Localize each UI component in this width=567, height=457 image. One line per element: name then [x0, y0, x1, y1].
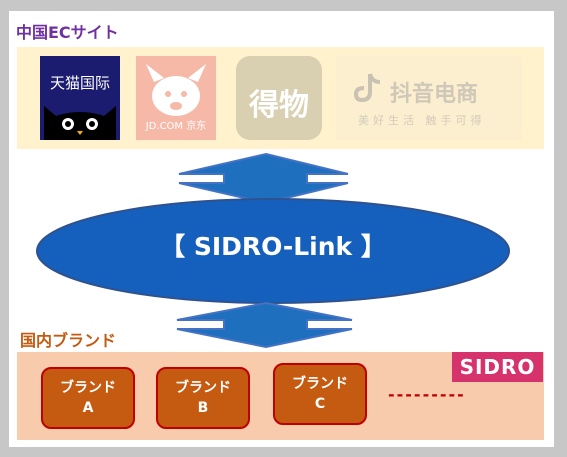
douyin-note-icon — [354, 73, 381, 103]
sidro-link-ellipse — [36, 198, 510, 304]
sidro-badge: SIDRO — [452, 352, 543, 382]
brand-letter: B — [197, 400, 209, 416]
brand-label: ブランド — [60, 380, 116, 396]
brand-label: ブランド — [292, 376, 348, 392]
jd-dog-icon — [146, 64, 206, 116]
bottom-double-arrow — [176, 301, 353, 349]
ec-section-title: 中国ECサイト — [16, 23, 119, 42]
dewu-logo: 得物 — [236, 56, 322, 140]
top-double-arrow — [178, 152, 349, 205]
sidro-link-label: 【 SIDRO-Link 】 — [160, 232, 386, 261]
brand-section-title: 国内ブランド — [20, 331, 117, 350]
more-brands-dashes: --------- — [388, 385, 466, 404]
brand-box-b: ブランド B — [156, 367, 250, 429]
brand-letter: A — [82, 400, 94, 416]
douyin-logo: 抖音电商 美好生活 触手可得 — [336, 56, 522, 140]
dewu-logo-text: 得物 — [249, 88, 309, 123]
jd-logo-text: JD.COM 京东 — [145, 121, 207, 132]
tmall-logo-text: 天猫国际 — [49, 74, 110, 92]
douyin-logo-subtext: 美好生活 触手可得 — [358, 114, 486, 127]
brand-box-c: ブランド C — [273, 363, 367, 425]
brand-label: ブランド — [175, 380, 231, 396]
brand-letter: C — [314, 396, 326, 412]
douyin-logo-text: 抖音电商 — [390, 82, 479, 107]
brand-box-a: ブランド A — [41, 367, 135, 429]
tmall-logo: 天猫国际 — [40, 56, 120, 140]
cat-icon — [44, 106, 116, 140]
jd-logo: JD.COM 京东 — [136, 56, 216, 140]
